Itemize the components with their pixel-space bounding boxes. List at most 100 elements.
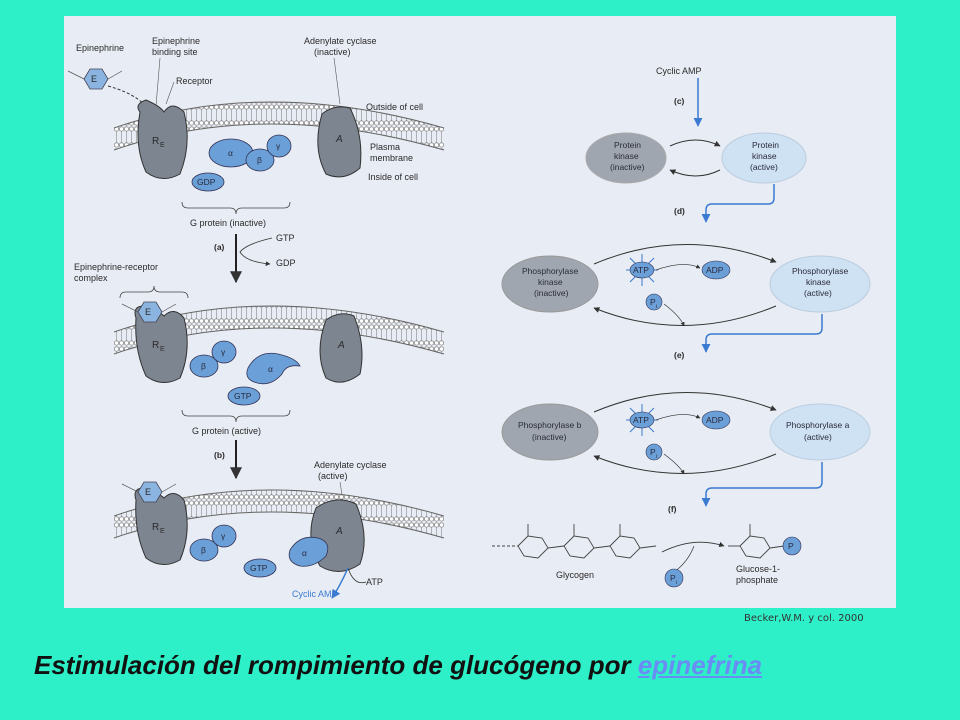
svg-text:kinase: kinase — [806, 277, 831, 287]
phosphorylase-kinase-active: Phosphorylase kinase (active) — [769, 255, 871, 313]
glycogen-chain — [492, 524, 785, 559]
svg-text:A: A — [335, 526, 343, 537]
e-label: E — [91, 74, 97, 84]
svg-text:(active): (active) — [318, 471, 348, 481]
adenylate-cyclase-1: A — [317, 106, 362, 178]
outside-cell-label: Outside of cell — [366, 102, 423, 112]
svg-text:α: α — [302, 548, 307, 558]
svg-text:(active): (active) — [804, 432, 832, 442]
g-protein-active: β γ α GTP — [189, 340, 301, 406]
svg-text:phosphate: phosphate — [736, 575, 778, 585]
svg-text:ATP: ATP — [633, 415, 649, 425]
svg-text:(inactive): (inactive) — [534, 288, 569, 298]
svg-text:(inactive): (inactive) — [532, 432, 567, 442]
svg-text:kinase: kinase — [614, 151, 639, 161]
atp-burst-e: ATP — [626, 404, 658, 436]
svg-text:Protein: Protein — [752, 140, 779, 150]
slide-caption: Estimulación del rompimiento de glucógen… — [34, 650, 934, 681]
svg-text:β: β — [201, 361, 206, 371]
glycogen-label: Glycogen — [556, 570, 594, 580]
svg-text:complex: complex — [74, 273, 108, 283]
protein-kinase-inactive: Protein kinase (inactive) — [585, 132, 667, 184]
binding-site-label: Epinephrine — [152, 36, 200, 46]
phosphorylase-b: Phosphorylase b (inactive) — [501, 403, 599, 461]
svg-text:(active): (active) — [804, 288, 832, 298]
svg-text:α: α — [228, 148, 233, 158]
inside-cell-label: Inside of cell — [368, 172, 418, 182]
svg-text:γ: γ — [221, 531, 226, 541]
step-c-label: (c) — [674, 96, 685, 106]
receptor-3: R E E — [121, 481, 188, 565]
epinefrina-link[interactable]: epinefrina — [637, 650, 763, 680]
step-f-label: (f) — [668, 504, 677, 514]
receptor-2: R E E — [121, 301, 188, 383]
svg-text:ADP: ADP — [706, 415, 724, 425]
svg-text:E: E — [160, 528, 165, 535]
svg-text:GTP: GTP — [234, 391, 252, 401]
adenylate-cyclase-3: A α GTP — [243, 499, 365, 578]
caption-text: Estimulación del rompimiento de glucógen… — [34, 650, 638, 680]
cyclic-amp-top-label: Cyclic AMP — [656, 66, 702, 76]
atp-burst-d: ATP — [626, 254, 658, 286]
phosphorylase-kinase-inactive: Phosphorylase kinase (inactive) — [501, 255, 599, 313]
adenylate-cyclase-2: A — [319, 313, 363, 383]
epinephrine-label: Epinephrine — [76, 43, 124, 53]
adenylate-cyclase-label: Adenylate cyclase — [304, 36, 377, 46]
svg-text:β: β — [201, 545, 206, 555]
plasma-membrane-label: Plasma — [370, 142, 400, 152]
receptor-1: R E — [137, 99, 188, 179]
glucose-label: Glucose-1- — [736, 564, 780, 574]
svg-text:R: R — [152, 522, 159, 533]
svg-text:Phosphorylase: Phosphorylase — [522, 266, 579, 276]
svg-text:A: A — [335, 134, 343, 145]
svg-text:P: P — [670, 573, 676, 583]
g-protein-active-label: G protein (active) — [192, 426, 261, 436]
svg-text:binding site: binding site — [152, 47, 198, 57]
adp-e: ADP — [701, 410, 731, 430]
svg-text:kinase: kinase — [752, 151, 777, 161]
svg-text:GDP: GDP — [276, 258, 296, 268]
signaling-figure: E R E A α β γ GDP Epinephrine Epinephrin… — [64, 16, 896, 608]
step-e-label: (e) — [674, 350, 685, 360]
svg-text:GTP: GTP — [250, 563, 268, 573]
svg-text:P: P — [650, 297, 656, 307]
svg-text:β: β — [257, 155, 262, 165]
step-d-label: (d) — [674, 206, 685, 216]
g-protein-inactive: α β γ GDP — [191, 134, 292, 192]
svg-text:(inactive): (inactive) — [314, 47, 351, 57]
phosphorylase-a: Phosphorylase a (active) — [769, 403, 871, 461]
svg-text:γ: γ — [276, 141, 281, 151]
svg-text:i: i — [656, 304, 657, 310]
hexagon-epinephrine: E — [67, 68, 123, 90]
cyclic-amp-label: Cyclic AMP — [292, 589, 338, 599]
svg-text:E: E — [145, 487, 151, 497]
step-a-label: (a) — [214, 242, 225, 252]
step-b-label: (b) — [214, 450, 225, 460]
atp-label: ATP — [366, 577, 383, 587]
receptor-label: Receptor — [176, 76, 213, 86]
svg-text:α: α — [268, 364, 273, 374]
g-protein-bg: β γ — [189, 524, 237, 562]
complex-label: Epinephrine-receptor — [74, 262, 158, 272]
svg-text:i: i — [656, 454, 657, 460]
svg-text:Protein: Protein — [614, 140, 641, 150]
svg-text:R: R — [152, 136, 159, 147]
svg-text:(inactive): (inactive) — [610, 162, 645, 172]
svg-text:ADP: ADP — [706, 265, 724, 275]
svg-text:γ: γ — [221, 347, 226, 357]
svg-text:Phosphorylase a: Phosphorylase a — [786, 420, 850, 430]
glycogen-arrow — [661, 541, 725, 553]
figure-credit: Becker,W.M. y col. 2000 — [744, 613, 864, 624]
pi-d: P i — [645, 293, 663, 311]
svg-text:Phosphorylase b: Phosphorylase b — [518, 420, 582, 430]
svg-text:P: P — [788, 541, 794, 551]
svg-text:GTP: GTP — [276, 233, 295, 243]
svg-text:A: A — [337, 340, 345, 351]
pi-f: P i — [664, 568, 684, 588]
svg-text:kinase: kinase — [538, 277, 563, 287]
svg-text:Phosphorylase: Phosphorylase — [792, 266, 849, 276]
svg-text:membrane: membrane — [370, 153, 413, 163]
adp-d: ADP — [701, 260, 731, 280]
cyclic-amp-arrow — [331, 567, 349, 599]
svg-text:R: R — [152, 340, 159, 351]
